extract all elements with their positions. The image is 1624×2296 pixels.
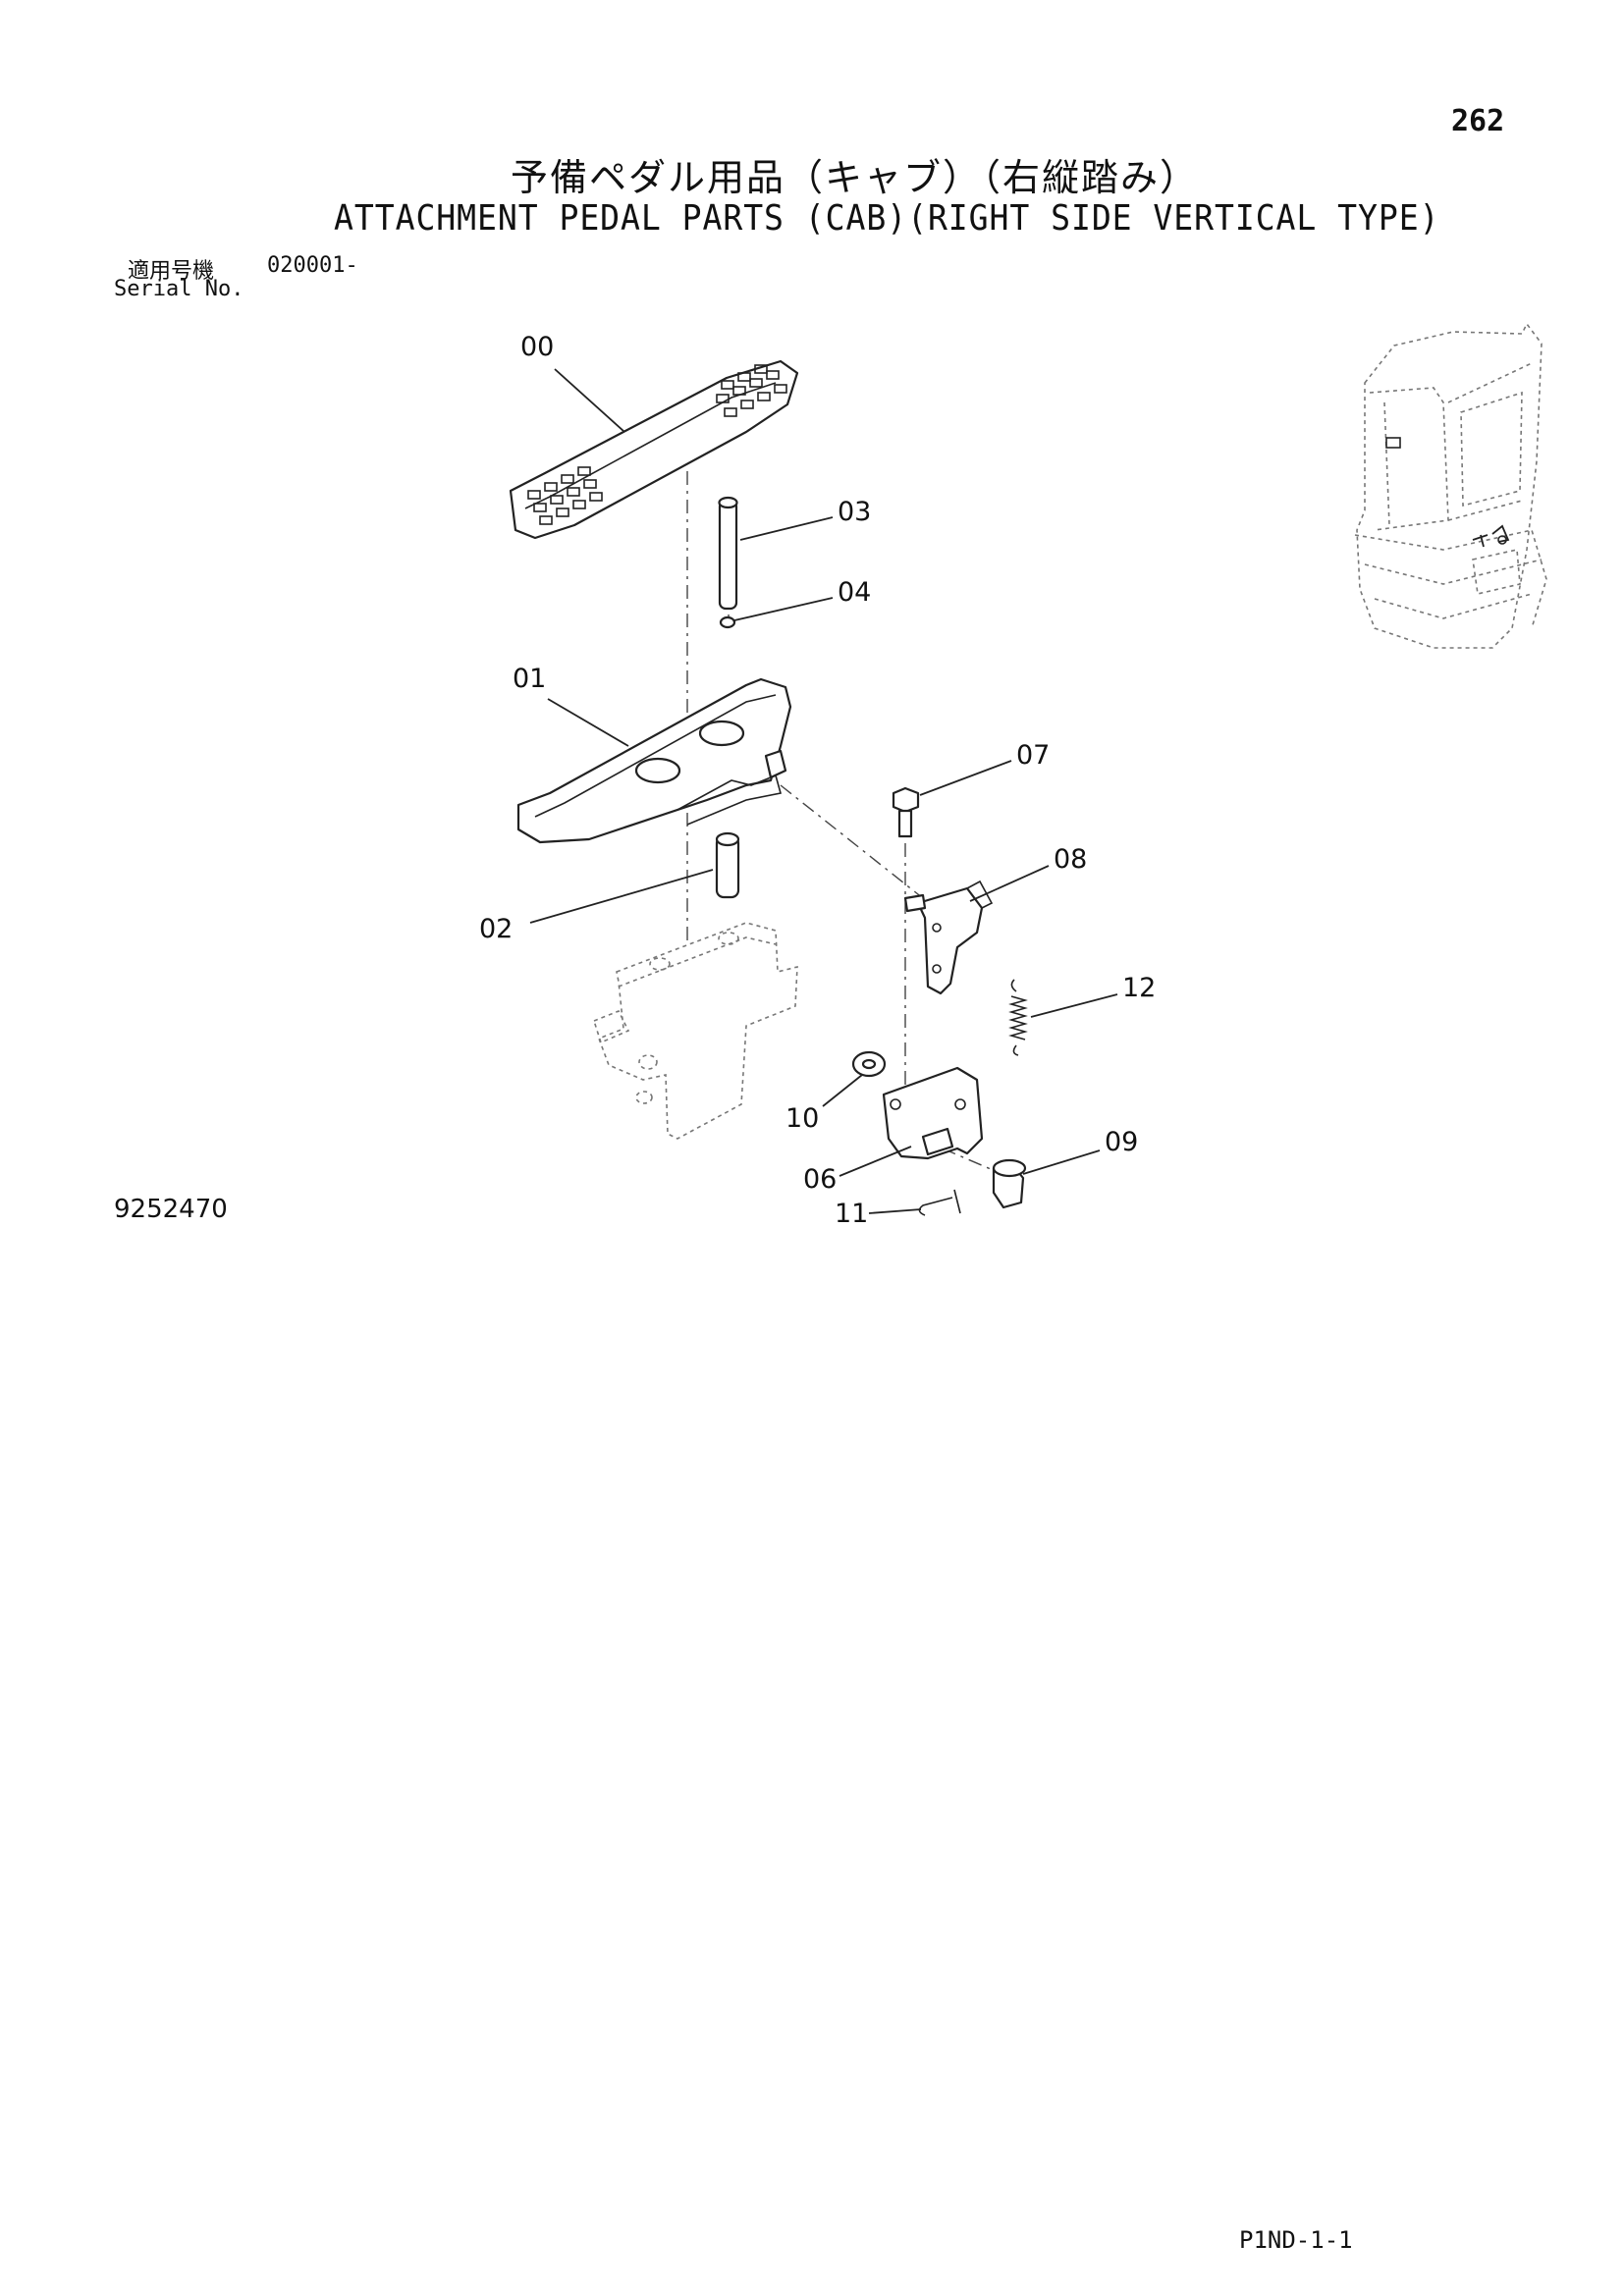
callout-04: 04 <box>838 577 871 608</box>
upper-bracket-part <box>903 880 994 995</box>
pin-part <box>718 496 738 611</box>
page-title-english: ATTACHMENT PEDAL PARTS (CAB)(RIGHT SIDE … <box>334 198 1440 239</box>
callout-02: 02 <box>479 914 513 944</box>
excavator-location-reference <box>1354 322 1547 649</box>
callout-06: 06 <box>803 1164 837 1195</box>
callout-leader-lines <box>529 368 1118 1214</box>
callout-00: 00 <box>520 332 554 362</box>
callout-03: 03 <box>838 497 871 527</box>
assembly-axis-lines <box>686 471 1012 1179</box>
pipe-part <box>715 831 740 899</box>
footer-page-code: P1ND-1-1 <box>1239 2226 1353 2254</box>
callout-09: 09 <box>1105 1127 1138 1157</box>
page-title-japanese: 予備ペダル用品（キャブ）（右縦踏み） <box>511 156 1200 199</box>
diagram-number: 9252470 <box>114 1195 228 1224</box>
callout-10: 10 <box>785 1103 819 1134</box>
serial-number: 020001- <box>267 253 358 278</box>
pedal-valve-body-reference <box>593 922 798 1140</box>
callout-11: 11 <box>835 1199 868 1229</box>
clevis-pin-part <box>992 1158 1027 1209</box>
spring-part <box>1008 979 1028 1056</box>
nut-part <box>719 615 736 629</box>
serial-label-japanese: 適用号機 <box>128 259 215 284</box>
serial-label-english: Serial No. <box>114 277 244 301</box>
washer-part <box>851 1050 887 1078</box>
callout-12: 12 <box>1122 973 1156 1003</box>
lower-bracket-part <box>882 1066 984 1160</box>
callout-07: 07 <box>1016 740 1050 771</box>
pedal-cover-part <box>509 359 799 540</box>
callout-08: 08 <box>1054 844 1087 875</box>
page-number: 262 <box>1451 104 1505 138</box>
bolt-part <box>892 786 920 838</box>
pedal-part <box>516 677 792 844</box>
cotter-pin-part <box>918 1189 961 1216</box>
callout-01: 01 <box>513 664 546 694</box>
callout-labels: 00 03 04 01 07 08 12 02 10 09 06 11 <box>479 332 1156 1229</box>
